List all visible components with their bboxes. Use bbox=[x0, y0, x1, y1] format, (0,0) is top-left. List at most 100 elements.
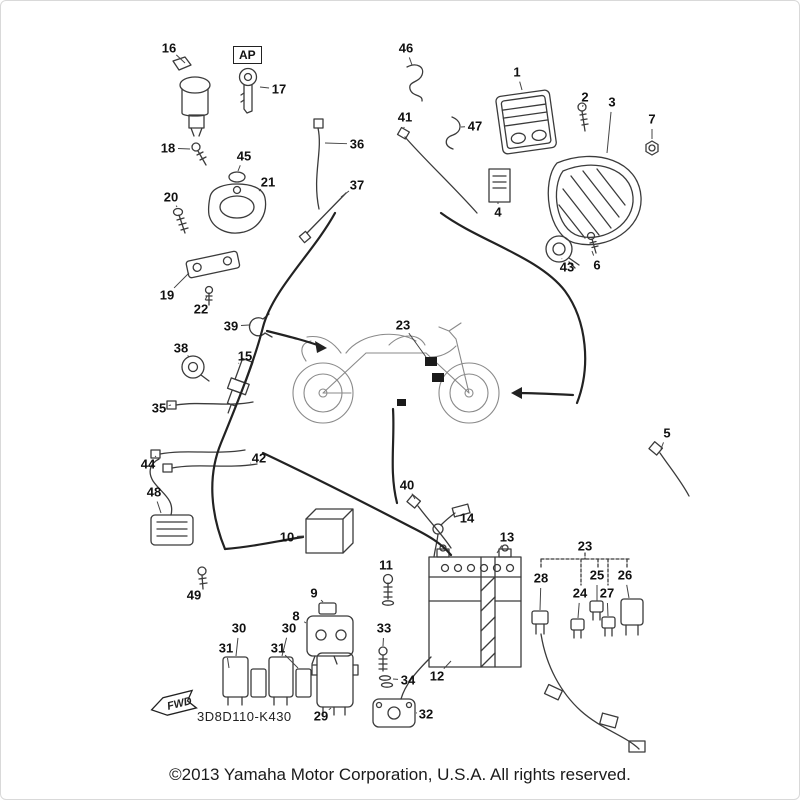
callout-23-34: 23 bbox=[577, 538, 593, 554]
callout-30-43: 30 bbox=[231, 620, 247, 636]
callout-15-23: 15 bbox=[237, 348, 253, 364]
part-bolt-49 bbox=[197, 566, 208, 590]
part-cable-tie-35 bbox=[166, 400, 254, 410]
callout-7-6: 7 bbox=[648, 111, 656, 127]
callout-30-44: 30 bbox=[281, 620, 297, 636]
copyright-text: ©2013 Yamaha Motor Corporation, U.S.A. A… bbox=[169, 765, 631, 784]
part-oring-45 bbox=[228, 171, 246, 183]
callout-31-46: 31 bbox=[218, 640, 234, 656]
callout-31-47: 31 bbox=[270, 640, 286, 656]
callout-6-19: 6 bbox=[593, 257, 601, 273]
callout-9-35: 9 bbox=[310, 585, 318, 601]
callout-33-45: 33 bbox=[376, 620, 392, 636]
callout-13-32: 13 bbox=[499, 529, 515, 545]
part-meter bbox=[207, 183, 267, 234]
part-nut-7 bbox=[645, 140, 659, 156]
callout-43-18: 43 bbox=[559, 259, 575, 275]
part-horn bbox=[545, 235, 580, 269]
callout-10-30: 10 bbox=[279, 529, 295, 545]
callout-38-22: 38 bbox=[173, 340, 189, 356]
part-bolt-33 bbox=[378, 646, 388, 672]
part-bolt-18 bbox=[191, 142, 207, 166]
fwd-label: FWD bbox=[166, 695, 193, 713]
part-cover-panel bbox=[547, 155, 642, 246]
callout-42-27: 42 bbox=[251, 450, 267, 466]
callout-28-37: 28 bbox=[533, 570, 549, 586]
part-clip-47 bbox=[445, 116, 461, 150]
part-cable-tie-36 bbox=[313, 118, 324, 210]
part-relay-10 bbox=[305, 508, 354, 554]
wiring-harness-curves bbox=[211, 211, 587, 557]
callout-12-48: 12 bbox=[429, 668, 445, 684]
part-rectifier bbox=[495, 89, 557, 155]
callout-48-29: 48 bbox=[146, 484, 162, 500]
part-cable-tie-37 bbox=[298, 192, 347, 244]
callout-3-5: 3 bbox=[608, 94, 616, 110]
part-cable-tie-5 bbox=[648, 441, 690, 497]
callout-17-1: 17 bbox=[271, 81, 287, 97]
callout-46-2: 46 bbox=[398, 40, 414, 56]
harness-arrowheads bbox=[315, 341, 522, 399]
callout-19-16: 19 bbox=[159, 287, 175, 303]
callout-32-51: 32 bbox=[418, 706, 434, 722]
part-screw-20 bbox=[172, 207, 189, 234]
callout-11-33: 11 bbox=[379, 557, 393, 573]
callout-36-9: 36 bbox=[349, 136, 365, 152]
callout-24-40: 24 bbox=[572, 585, 588, 601]
part-washer-34 bbox=[378, 675, 394, 688]
part-key bbox=[238, 67, 258, 114]
part-bolt-2 bbox=[577, 102, 589, 132]
part-relay-29 bbox=[311, 652, 359, 716]
part-wire-harness-lower bbox=[540, 633, 646, 753]
callout-45-8: 45 bbox=[236, 148, 252, 164]
callout-23-21: 23 bbox=[395, 317, 411, 333]
callout-47-11: 47 bbox=[467, 118, 483, 134]
part-bolt-6 bbox=[586, 231, 599, 254]
fwd-indicator: FWD bbox=[150, 689, 198, 716]
part-cable-tie-44 bbox=[150, 449, 246, 459]
callout-41-10: 41 bbox=[397, 109, 413, 125]
part-label-sticker-4 bbox=[488, 168, 511, 203]
part-starter-relay bbox=[306, 615, 354, 665]
callout-26-39: 26 bbox=[617, 567, 633, 583]
callout-25-38: 25 bbox=[589, 567, 605, 583]
callout-27-41: 27 bbox=[599, 585, 615, 601]
part-terminal-9 bbox=[318, 602, 337, 615]
callout-34-49: 34 bbox=[400, 672, 416, 688]
callout-14-31: 14 bbox=[459, 510, 475, 526]
callout-5-25: 5 bbox=[663, 425, 671, 441]
diagram-code: 3D8D110-K430 bbox=[197, 709, 292, 724]
callout-35-24: 35 bbox=[151, 400, 167, 416]
part-connectors-23 bbox=[397, 357, 444, 406]
callout-29-50: 29 bbox=[313, 708, 329, 724]
part-battery-wire-14 bbox=[432, 503, 471, 558]
callout-4-15: 4 bbox=[494, 204, 502, 220]
callout-49-42: 49 bbox=[186, 587, 202, 603]
callout-16-0: 16 bbox=[161, 40, 177, 56]
callout-1-3: 1 bbox=[513, 64, 521, 80]
part-ignition-switch bbox=[172, 56, 211, 137]
callout-20-12: 20 bbox=[163, 189, 179, 205]
callout-39-20: 39 bbox=[223, 318, 239, 334]
part-battery bbox=[428, 544, 522, 668]
part-bracket-19 bbox=[185, 250, 241, 279]
callout-44-26: 44 bbox=[140, 456, 156, 472]
ap-label: AP bbox=[233, 46, 262, 64]
callout-21-13: 21 bbox=[260, 174, 276, 190]
part-cable-tie-41 bbox=[396, 126, 478, 214]
callout-22-17: 22 bbox=[193, 301, 209, 317]
callout-8-36: 8 bbox=[292, 608, 300, 624]
part-sensor-38 bbox=[181, 355, 210, 382]
callout-40-28: 40 bbox=[399, 477, 415, 493]
callout-2-4: 2 bbox=[581, 89, 589, 105]
callout-18-7: 18 bbox=[160, 140, 176, 156]
part-cable-tie-40 bbox=[406, 494, 452, 549]
part-cdi-unit bbox=[149, 458, 194, 546]
callout-37-14: 37 bbox=[349, 177, 365, 193]
part-clip-46 bbox=[406, 64, 424, 102]
part-relay-bank bbox=[222, 656, 312, 706]
